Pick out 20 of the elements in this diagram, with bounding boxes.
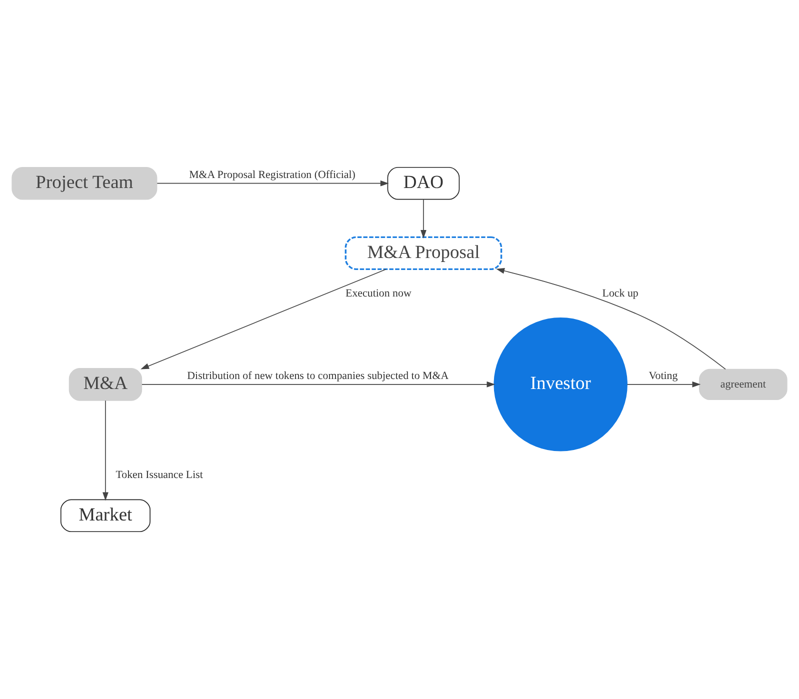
arrow	[156, 180, 389, 186]
node-box: Market	[60, 499, 150, 532]
edge-label: Token Issuance List	[116, 469, 203, 482]
arrow	[626, 381, 701, 388]
edge-label: Lock up	[602, 287, 638, 300]
edge-label: Execution now	[346, 287, 412, 300]
arrow	[420, 199, 426, 238]
node-box: M&A	[68, 368, 142, 401]
arrow	[142, 381, 496, 388]
arrow	[140, 268, 386, 370]
node-circle: Investor	[494, 318, 628, 452]
node-box: agreement	[699, 368, 788, 400]
edge-label: M&A Proposal Registration (Official)	[189, 168, 356, 181]
arrow	[102, 400, 108, 501]
edge-label: Voting	[648, 370, 678, 382]
edge-label: Distribution of new tokens to companies subjected to M&A	[187, 370, 449, 382]
node-box: M&A Proposal	[344, 236, 502, 270]
node-box: Project Team	[12, 166, 158, 200]
node-box: DAO	[387, 166, 460, 200]
arrow	[496, 268, 726, 370]
